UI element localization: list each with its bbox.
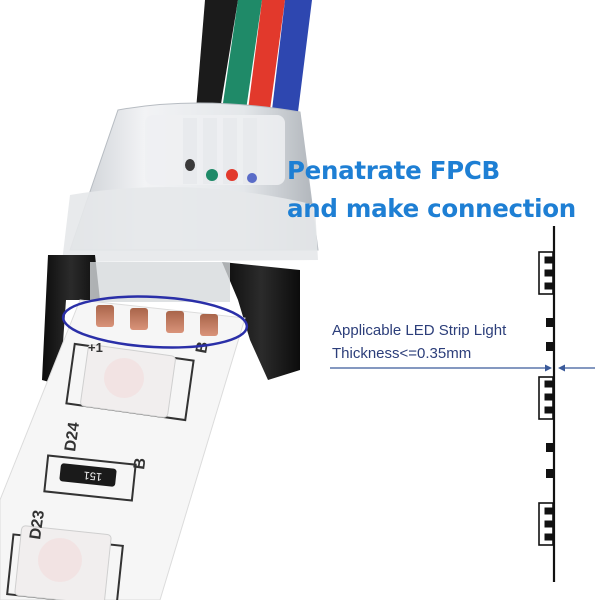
svg-text:151: 151 xyxy=(83,469,103,483)
copper-pad xyxy=(96,305,114,327)
led-strip: 151 +1 B D24 B D23 xyxy=(0,299,246,600)
label-d24: D24 xyxy=(62,421,83,453)
label-plus: +1 xyxy=(88,340,103,355)
headline: Penatrate FPCB and make connection xyxy=(287,152,597,228)
connector-housing xyxy=(42,102,319,385)
thickness-arrows xyxy=(330,364,595,372)
headline-line1: Penatrate FPCB xyxy=(287,156,500,185)
spec-text: Applicable LED Strip Light Thickness<=0.… xyxy=(332,319,552,365)
copper-pad xyxy=(200,314,218,336)
label-d23: D23 xyxy=(27,509,48,541)
contact-highlight-ellipse xyxy=(61,295,249,349)
copper-pad xyxy=(130,308,148,330)
spec-line2: Thickness<=0.35mm xyxy=(332,345,472,362)
copper-pad xyxy=(166,311,184,333)
thickness-diagram xyxy=(538,226,556,582)
resistor xyxy=(59,463,117,487)
headline-line2: and make connection xyxy=(287,194,576,223)
spec-line1: Applicable LED Strip Light xyxy=(332,322,507,339)
label-b-mid: B xyxy=(131,457,149,471)
wire-bundle xyxy=(196,0,312,112)
